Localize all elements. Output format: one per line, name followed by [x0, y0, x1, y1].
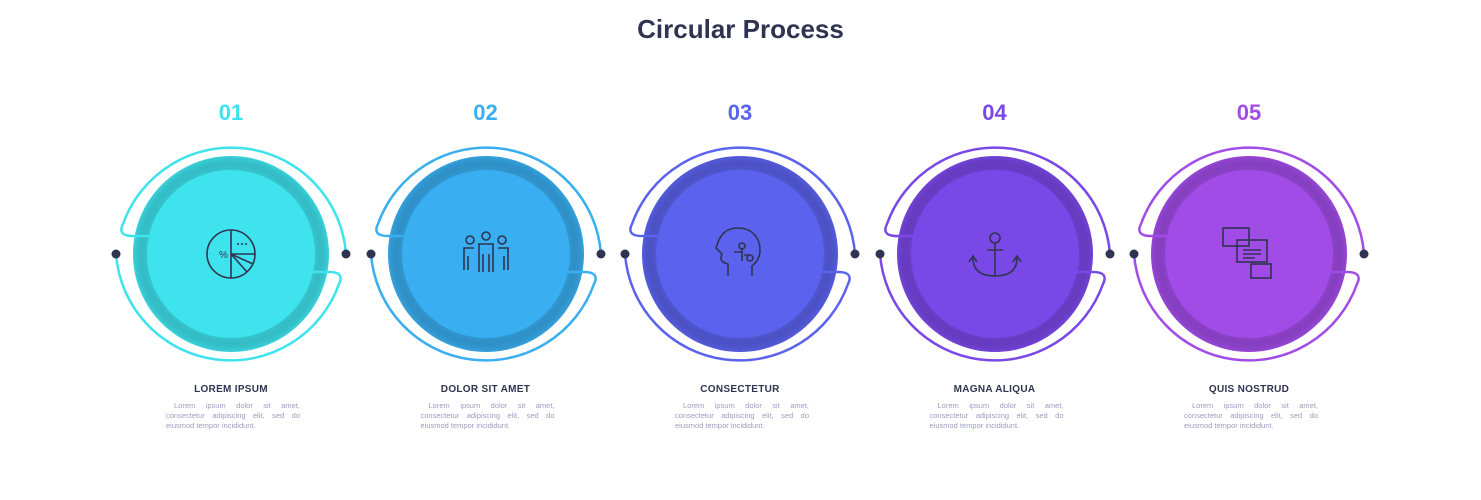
step-circle	[620, 146, 860, 362]
step-description: Lorem ipsum dolor sit amet, consectetur …	[675, 401, 809, 430]
ring-path	[369, 146, 602, 362]
team-icon	[462, 231, 509, 272]
step-description: Lorem ipsum dolor sit amet, consectetur …	[420, 401, 555, 430]
ring-path	[1132, 146, 1366, 362]
svg-text:%: %	[219, 250, 228, 261]
process-step: 01 % LOREM IPSUM Lorem ipsum dolor sit a…	[104, 100, 358, 430]
step-heading: MAGNA ALIQUA	[953, 384, 1036, 395]
anchor-icon	[967, 232, 1022, 277]
ring-path	[878, 146, 1111, 362]
step-heading: QUIS NOSTRUD	[1208, 384, 1290, 395]
step-description: Lorem ipsum dolor sit amet, consectetur …	[166, 401, 300, 430]
connector-dot	[875, 249, 884, 259]
ring-path	[114, 146, 348, 362]
process-step: 02 DOLOR SIT AMET Lorem ipsum dolor sit …	[359, 100, 613, 430]
step-heading: LOREM IPSUM	[194, 384, 268, 395]
step-number: 03	[727, 100, 753, 125]
page-title: Circular Process	[637, 14, 844, 44]
step-circle: %	[111, 146, 351, 362]
pie-chart-icon: %	[206, 229, 256, 279]
step-heading: DOLOR SIT AMET	[440, 384, 531, 395]
connector-dot	[1105, 249, 1114, 259]
step-circle	[875, 146, 1114, 362]
step-description: Lorem ipsum dolor sit amet, consectetur …	[1184, 401, 1318, 430]
ai-head-icon	[715, 227, 761, 276]
step-circle	[1129, 146, 1369, 362]
step-number: 01	[218, 100, 244, 125]
connector-dot	[341, 249, 351, 259]
step-number: 05	[1236, 100, 1262, 125]
connector-dot	[366, 249, 375, 259]
connector-dot	[850, 249, 860, 259]
step-number: 02	[473, 100, 498, 125]
process-step: 03 CONSECTETUR Lorem ipsum dolor sit ame…	[613, 100, 867, 430]
connector-dot	[620, 249, 630, 259]
connector-dot	[1129, 249, 1139, 259]
step-heading: CONSECTETUR	[700, 384, 780, 395]
ring-path	[623, 146, 857, 362]
step-description: Lorem ipsum dolor sit amet, consectetur …	[929, 401, 1064, 430]
process-step: 05 QUIS NOSTRUD Lorem ipsum dolor sit am…	[1122, 100, 1376, 430]
chat-icon	[1222, 227, 1272, 279]
connector-dot	[111, 249, 121, 259]
connector-dot	[1359, 249, 1369, 259]
connector-dot	[596, 249, 605, 259]
process-step: 04 MAGNA ALIQUA Lorem ipsum dolor sit am…	[868, 100, 1122, 430]
step-circle	[366, 146, 605, 362]
step-number: 04	[982, 100, 1007, 125]
